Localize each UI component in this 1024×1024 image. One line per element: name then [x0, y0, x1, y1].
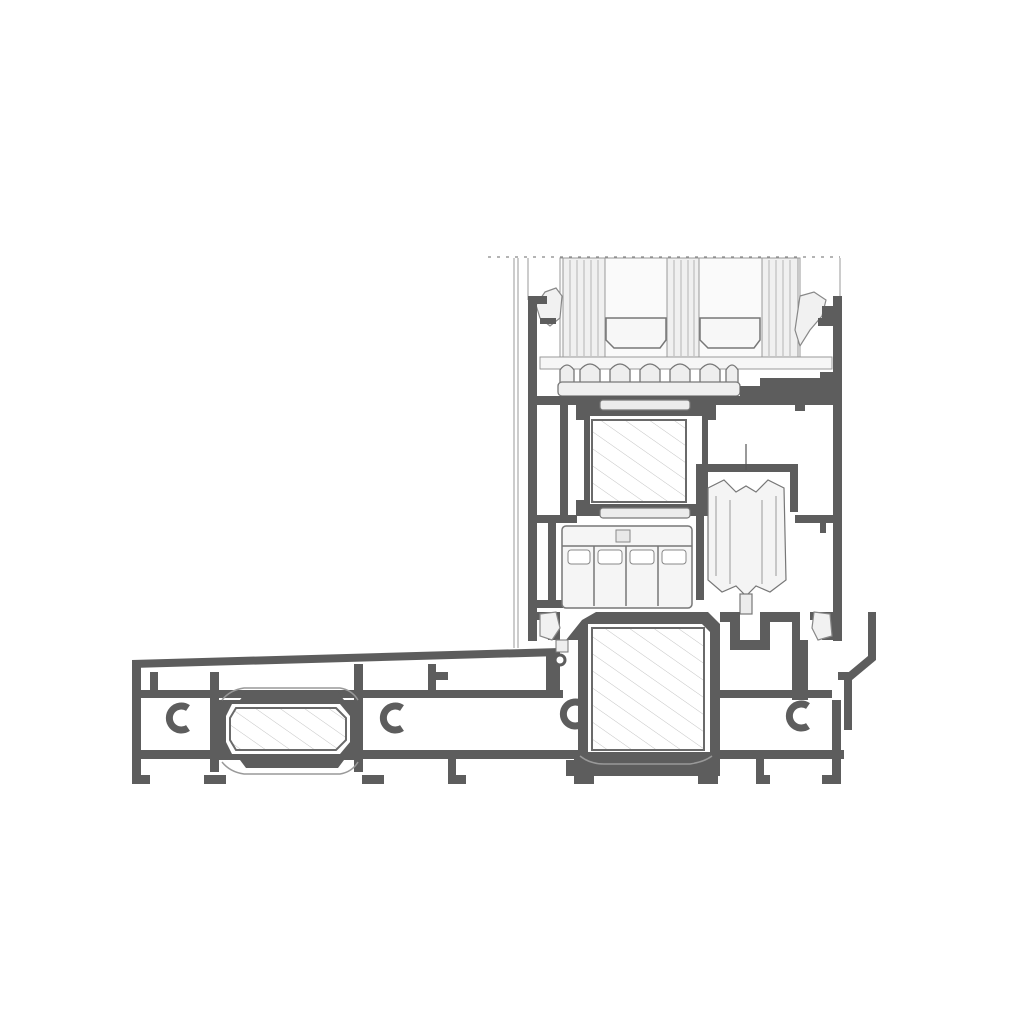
glazing-gasket-right	[794, 291, 827, 348]
screw-port-2	[379, 702, 404, 734]
screw-port-4	[785, 700, 810, 732]
glass-pane-right	[761, 257, 799, 359]
frame-thermal-break-left	[218, 687, 359, 775]
sash-gasket-bottom-left	[539, 611, 561, 641]
chamber-insert	[561, 525, 693, 609]
screw-port-3	[559, 698, 584, 730]
sash-thermal-break-upper	[576, 399, 716, 519]
frame-step-connector	[553, 639, 569, 667]
frame-outer-chamber	[720, 612, 832, 700]
glass-pane-left	[562, 257, 606, 359]
hardware-chamber	[696, 444, 798, 615]
screw-port-1	[165, 702, 190, 734]
weather-drip-fin	[838, 612, 876, 730]
sash-gasket-bottom-right	[811, 611, 833, 641]
spacer-left	[605, 317, 667, 349]
glazing-unit	[559, 257, 801, 359]
spacer-right	[699, 317, 761, 349]
wall-reveal-lines	[513, 258, 841, 648]
frame-thermal-break-right	[566, 612, 720, 776]
glass-pane-middle	[666, 257, 700, 359]
glazing-setting-block	[539, 356, 833, 397]
roller-mechanism	[707, 479, 787, 597]
frame-profile-lower	[132, 648, 844, 784]
